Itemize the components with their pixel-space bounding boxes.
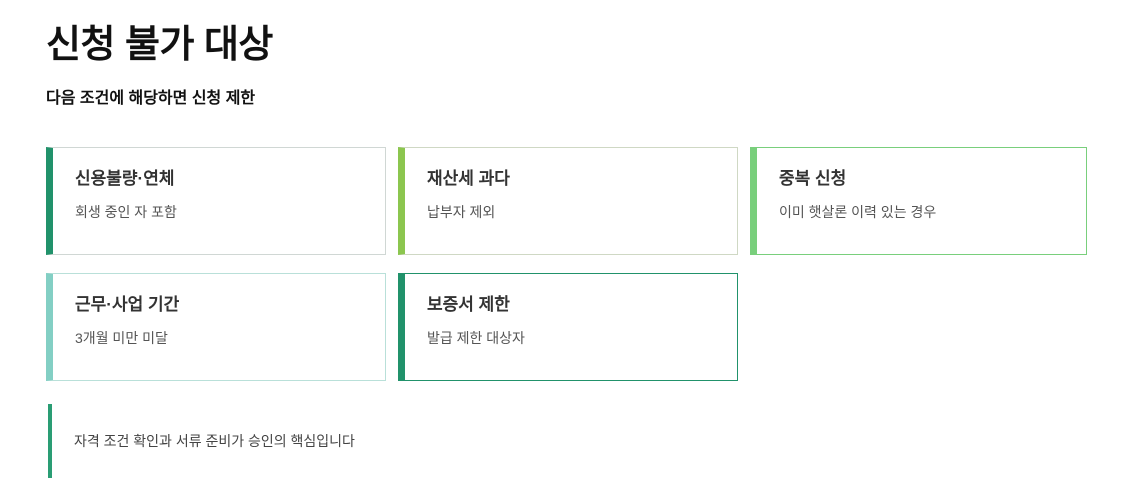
page-subtitle: 다음 조건에 해당하면 신청 제한 — [46, 90, 256, 107]
exclusion-card: 근무·사업 기간 3개월 미만 미달 — [46, 273, 386, 381]
exclusion-card: 재산세 과다 납부자 제외 — [398, 147, 738, 255]
page-title: 신청 불가 대상 — [46, 24, 273, 66]
exclusion-card-title: 보증서 제한 — [427, 295, 510, 314]
exclusion-card-description: 이미 햇살론 이력 있는 경우 — [779, 204, 937, 220]
exclusion-card-title: 재산세 과다 — [427, 169, 510, 188]
exclusion-card-description: 발급 제한 대상자 — [427, 330, 525, 346]
footer-note-text: 자격 조건 확인과 서류 준비가 승인의 핵심입니다 — [74, 433, 355, 449]
exclusion-card-description: 회생 중인 자 포함 — [75, 204, 177, 220]
exclusion-card-title: 중복 신청 — [779, 169, 847, 188]
exclusion-card: 보증서 제한 발급 제한 대상자 — [398, 273, 738, 381]
footer-note: 자격 조건 확인과 서류 준비가 승인의 핵심입니다 — [48, 404, 355, 478]
exclusion-card: 신용불량·연체 회생 중인 자 포함 — [46, 147, 386, 255]
exclusion-card-title: 근무·사업 기간 — [75, 295, 180, 314]
exclusion-card-description: 납부자 제외 — [427, 204, 496, 220]
exclusion-card-description: 3개월 미만 미달 — [75, 330, 168, 346]
exclusion-card-title: 신용불량·연체 — [75, 169, 175, 188]
exclusion-card: 중복 신청 이미 햇살론 이력 있는 경우 — [750, 147, 1087, 255]
